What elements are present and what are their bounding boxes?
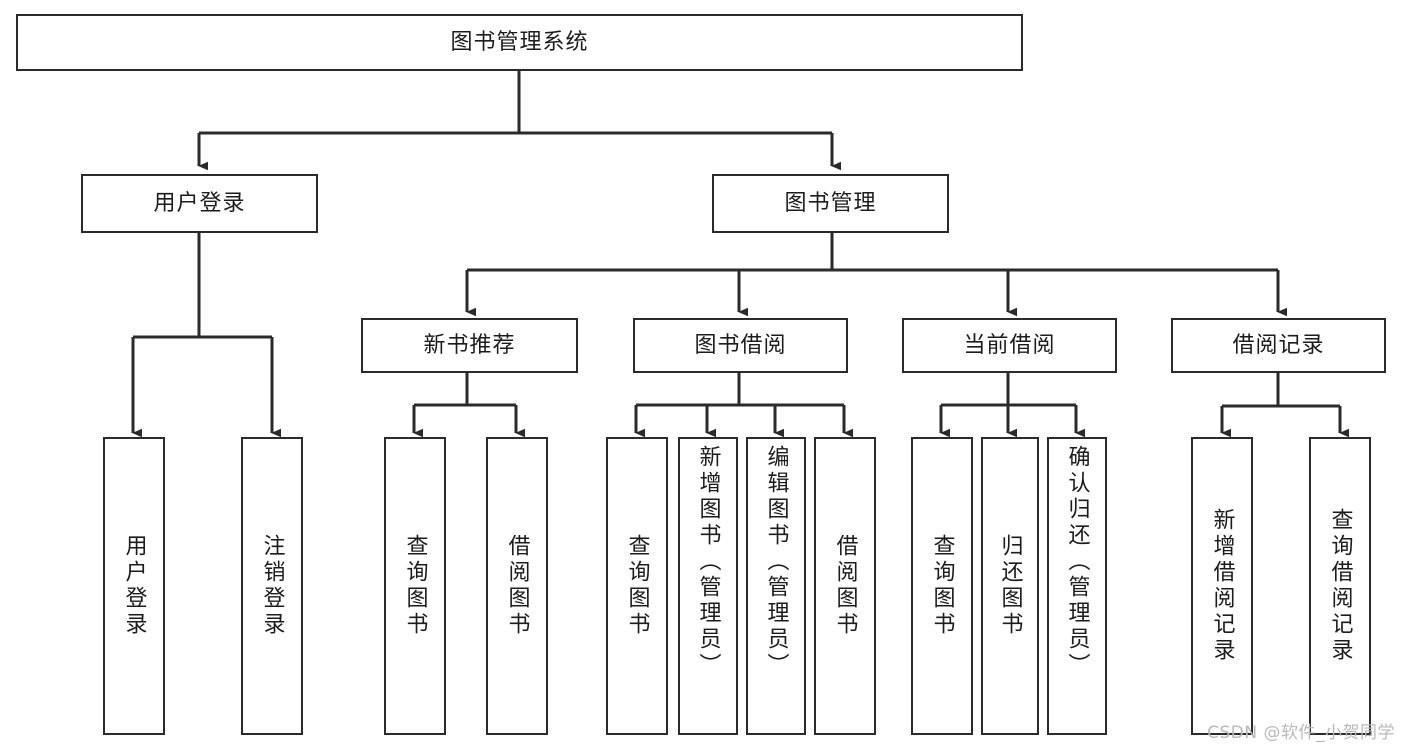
leaf-label: 借阅图书 bbox=[504, 534, 530, 638]
leaf-borrow-borrow-book[interactable]: 借阅图书 bbox=[814, 437, 876, 735]
node-current-borrow-label: 当前借阅 bbox=[963, 332, 1056, 358]
node-borrow-record-label: 借阅记录 bbox=[1232, 332, 1325, 358]
leaf-label: 注销登录 bbox=[259, 534, 285, 638]
leaf-record-query-record[interactable]: 查询借阅记录 bbox=[1309, 437, 1371, 735]
leaf-current-query-book[interactable]: 查询图书 bbox=[911, 437, 973, 735]
leaf-user-login-logout[interactable]: 注销登录 bbox=[241, 437, 303, 735]
leaf-current-confirm-return[interactable]: 确认归还（管理员） bbox=[1047, 437, 1107, 735]
leaf-label: 用户登录 bbox=[121, 534, 147, 638]
leaf-user-login-login[interactable]: 用户登录 bbox=[103, 437, 165, 735]
leaf-label: 查询图书 bbox=[402, 534, 428, 638]
leaf-label: 查询图书 bbox=[624, 534, 650, 638]
node-current-borrow[interactable]: 当前借阅 bbox=[902, 318, 1117, 373]
node-new-book-recommend-label: 新书推荐 bbox=[423, 332, 516, 358]
leaf-new-book-borrow[interactable]: 借阅图书 bbox=[486, 437, 548, 735]
leaf-label: 编辑图书（管理员） bbox=[763, 445, 789, 679]
node-book-management[interactable]: 图书管理 bbox=[712, 174, 949, 233]
leaf-label: 新增图书（管理员） bbox=[695, 445, 721, 679]
leaf-record-add-record[interactable]: 新增借阅记录 bbox=[1191, 437, 1253, 735]
node-user-login-label: 用户登录 bbox=[153, 190, 246, 216]
watermark: CSDN @软件_小贺同学 bbox=[1207, 723, 1395, 743]
node-new-book-recommend[interactable]: 新书推荐 bbox=[361, 318, 578, 373]
leaf-label: 新增借阅记录 bbox=[1209, 508, 1235, 664]
node-borrow-record[interactable]: 借阅记录 bbox=[1171, 318, 1386, 373]
node-user-login[interactable]: 用户登录 bbox=[81, 174, 318, 233]
leaf-label: 确认归还（管理员） bbox=[1064, 445, 1090, 679]
node-root-label: 图书管理系统 bbox=[450, 29, 589, 55]
node-root[interactable]: 图书管理系统 bbox=[16, 14, 1023, 71]
leaf-label: 查询图书 bbox=[929, 534, 955, 638]
leaf-borrow-query-book[interactable]: 查询图书 bbox=[606, 437, 668, 735]
leaf-borrow-edit-book[interactable]: 编辑图书（管理员） bbox=[746, 437, 806, 735]
leaf-label: 借阅图书 bbox=[832, 534, 858, 638]
leaf-current-return-book[interactable]: 归还图书 bbox=[981, 437, 1039, 735]
node-book-borrow[interactable]: 图书借阅 bbox=[633, 318, 848, 373]
leaf-new-book-query[interactable]: 查询图书 bbox=[384, 437, 446, 735]
leaf-label: 归还图书 bbox=[997, 534, 1023, 638]
leaf-borrow-add-book[interactable]: 新增图书（管理员） bbox=[678, 437, 738, 735]
node-book-management-label: 图书管理 bbox=[784, 190, 877, 216]
leaf-label: 查询借阅记录 bbox=[1327, 508, 1353, 664]
node-book-borrow-label: 图书借阅 bbox=[694, 332, 787, 358]
